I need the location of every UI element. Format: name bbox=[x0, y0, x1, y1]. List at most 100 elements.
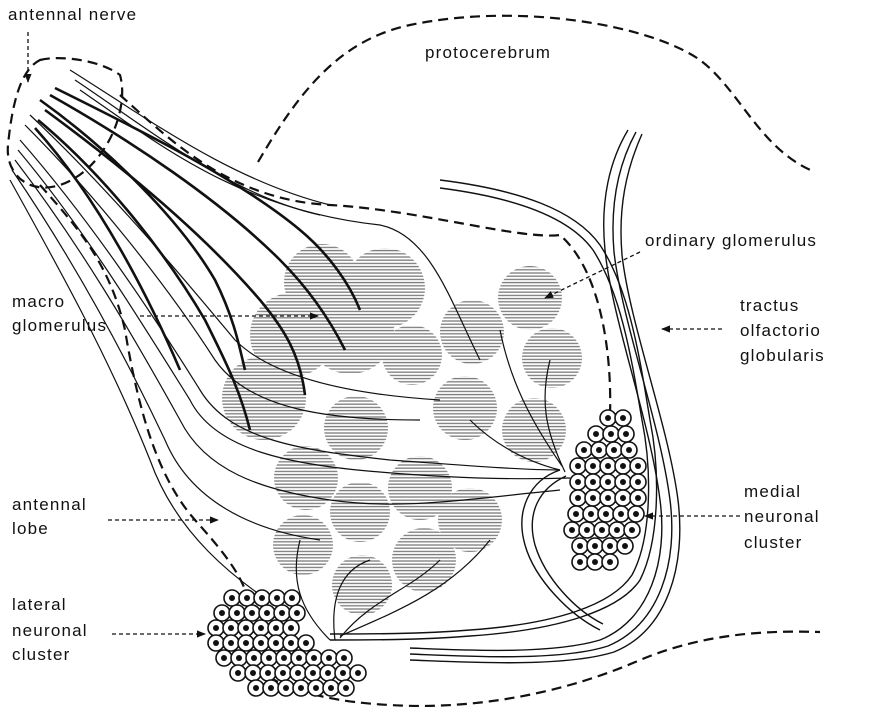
neuron-cell-body bbox=[268, 635, 284, 651]
medial-neuronal-cluster bbox=[564, 410, 646, 570]
neuron-cell-body bbox=[338, 680, 354, 696]
glomerulus bbox=[306, 286, 394, 374]
neuron-cell-body bbox=[261, 650, 277, 666]
glomeruli bbox=[222, 244, 582, 615]
label-tractus-line2: olfactorio bbox=[740, 321, 821, 340]
glomerulus bbox=[324, 396, 388, 460]
neuron-cell-body bbox=[615, 474, 631, 490]
neuron-cell-body bbox=[238, 635, 254, 651]
neuron-cell-body bbox=[576, 442, 592, 458]
neuron-cell-body bbox=[253, 635, 269, 651]
neuron-cell-body bbox=[600, 474, 616, 490]
neuron-cell-body bbox=[602, 554, 618, 570]
neuron-cell-body bbox=[290, 665, 306, 681]
neuron-cell-body bbox=[223, 620, 239, 636]
antennal-nerve-outline bbox=[8, 58, 122, 187]
glomerulus bbox=[433, 376, 497, 440]
neuron-cell-body bbox=[259, 605, 275, 621]
neuron-cell-body bbox=[224, 590, 240, 606]
neuron-cell-body bbox=[617, 538, 633, 554]
neuron-cell-body bbox=[284, 590, 300, 606]
neuron-cell-body bbox=[323, 680, 339, 696]
neuron-cell-body bbox=[606, 442, 622, 458]
ordinary-glomerulus bbox=[498, 266, 562, 330]
neuron-cell-body bbox=[594, 522, 610, 538]
neuron-cell-body bbox=[572, 554, 588, 570]
neuron-cell-body bbox=[603, 426, 619, 442]
neuron-cell-body bbox=[216, 650, 232, 666]
glomerulus bbox=[522, 328, 582, 388]
label-tractus-line1: tractus bbox=[740, 296, 799, 315]
neuron-cell-body bbox=[276, 650, 292, 666]
label-medial-cluster-line2: neuronal bbox=[744, 507, 820, 526]
neuron-cell-body bbox=[572, 538, 588, 554]
neuron-cell-body bbox=[585, 490, 601, 506]
neuron-cell-body bbox=[615, 410, 631, 426]
neuron-cell-body bbox=[283, 635, 299, 651]
neuron-cell-body bbox=[245, 665, 261, 681]
neuron-cell-body bbox=[260, 665, 276, 681]
label-lateral-cluster-line1: lateral bbox=[12, 595, 67, 614]
neuron-cell-body bbox=[239, 590, 255, 606]
neuron-cell-body bbox=[630, 458, 646, 474]
neuron-cell-body bbox=[308, 680, 324, 696]
neuron-cell-body bbox=[583, 506, 599, 522]
label-tractus-line3: globularis bbox=[740, 346, 825, 365]
neuron-cell-body bbox=[335, 665, 351, 681]
neuron-cell-body bbox=[283, 620, 299, 636]
neuron-cell-body bbox=[570, 458, 586, 474]
neuron-cell-body bbox=[609, 522, 625, 538]
neuron-cell-body bbox=[587, 538, 603, 554]
neuron-cell-body bbox=[621, 442, 637, 458]
neuron-cell-body bbox=[208, 635, 224, 651]
neuron-cell-body bbox=[600, 410, 616, 426]
label-protocerebrum: protocerebrum bbox=[425, 43, 551, 62]
neuron-cell-body bbox=[268, 620, 284, 636]
neuron-cell-body bbox=[253, 620, 269, 636]
neuron-cell-body bbox=[274, 605, 290, 621]
neuron-cell-body bbox=[321, 650, 337, 666]
glomerulus bbox=[392, 528, 456, 592]
glomerulus bbox=[273, 515, 333, 575]
label-macro-glomerulus-line1: macro bbox=[12, 292, 65, 311]
neuron-cell-body bbox=[246, 650, 262, 666]
neuron-cell-body bbox=[320, 665, 336, 681]
neuron-cell-body bbox=[585, 474, 601, 490]
label-lateral-cluster-line2: neuronal bbox=[12, 621, 88, 640]
neuron-cell-body bbox=[238, 620, 254, 636]
glomerulus bbox=[330, 482, 390, 542]
neuron-cell-body bbox=[600, 458, 616, 474]
neuron-cell-body bbox=[591, 442, 607, 458]
neuron-cell-body bbox=[602, 538, 618, 554]
neuron-cell-body bbox=[248, 680, 264, 696]
neuron-cell-body bbox=[289, 605, 305, 621]
neuron-cell-body bbox=[568, 506, 584, 522]
glomerulus bbox=[440, 300, 504, 364]
label-ordinary-glomerulus: ordinary glomerulus bbox=[645, 231, 817, 250]
neuron-cell-body bbox=[278, 680, 294, 696]
neuron-cell-body bbox=[293, 680, 309, 696]
neuron-cell-body bbox=[564, 522, 580, 538]
neuron-cell-body bbox=[306, 650, 322, 666]
neuron-cell-body bbox=[570, 474, 586, 490]
neuron-cell-body bbox=[223, 635, 239, 651]
neuron-cell-body bbox=[350, 665, 366, 681]
neuron-cell-body bbox=[579, 522, 595, 538]
glomerulus bbox=[274, 446, 338, 510]
label-antennal-lobe-line1: antennal bbox=[12, 495, 87, 514]
neuron-cell-body bbox=[585, 458, 601, 474]
label-macro-glomerulus-line2: glomerulus bbox=[12, 316, 107, 335]
neuron-cell-body bbox=[336, 650, 352, 666]
neuron-cell-body bbox=[615, 458, 631, 474]
neuron-cell-body bbox=[570, 490, 586, 506]
neuron-cell-body bbox=[298, 635, 314, 651]
neuron-cell-body bbox=[618, 426, 634, 442]
neuron-cell-body bbox=[229, 605, 245, 621]
label-antennal-lobe-line2: lobe bbox=[12, 519, 49, 538]
label-antennal-nerve: antennal nerve bbox=[8, 5, 137, 24]
neuron-cell-body bbox=[588, 426, 604, 442]
neuron-cell-body bbox=[624, 522, 640, 538]
neuron-cell-body bbox=[628, 506, 644, 522]
label-medial-cluster-line3: cluster bbox=[744, 533, 802, 552]
